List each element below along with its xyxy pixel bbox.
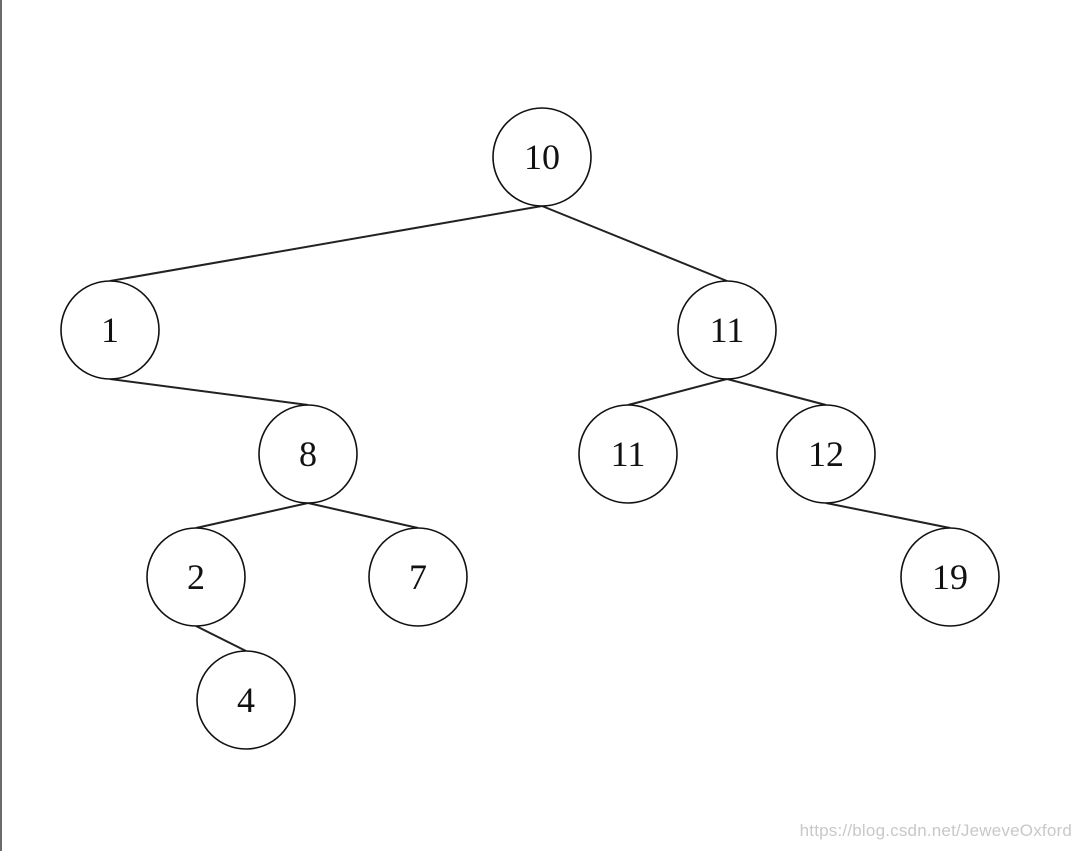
tree-edge-n11a-n11b <box>627 378 728 406</box>
tree-node-label: 2 <box>187 557 205 597</box>
tree-node: 19 <box>900 527 1000 627</box>
tree-node-circle <box>900 527 1000 627</box>
tree-node-circle <box>60 280 160 380</box>
tree-node-circle <box>258 404 358 504</box>
tree-node-circle <box>146 527 246 627</box>
tree-node-circle <box>578 404 678 504</box>
watermark-text: https://blog.csdn.net/JeweveOxford <box>799 821 1072 840</box>
tree-node-label: 12 <box>808 434 844 474</box>
tree-node-circle <box>492 107 592 207</box>
tree-node-label: 10 <box>524 137 560 177</box>
tree-node: 10 <box>492 107 592 207</box>
tree-edge-n2-n4 <box>195 625 247 652</box>
tree-node: 4 <box>196 650 296 750</box>
tree-node-circle <box>677 280 777 380</box>
tree-edge-n8-n2 <box>195 502 309 529</box>
tree-node-label: 7 <box>409 557 427 597</box>
tree-node: 7 <box>368 527 468 627</box>
tree-node-circle <box>776 404 876 504</box>
tree-edges <box>109 205 951 652</box>
tree-node: 1 <box>60 280 160 380</box>
tree-node-label: 11 <box>710 310 745 350</box>
tree-node: 8 <box>258 404 358 504</box>
tree-edge-n10-n11a <box>541 205 728 282</box>
tree-node-circle <box>368 527 468 627</box>
tree-node: 11 <box>578 404 678 504</box>
tree-edge-n12-n19 <box>825 502 951 529</box>
tree-node: 2 <box>146 527 246 627</box>
tree-node-label: 4 <box>237 680 255 720</box>
tree-node: 11 <box>677 280 777 380</box>
tree-edge-n10-n1 <box>109 205 543 282</box>
tree-node-label: 8 <box>299 434 317 474</box>
tree-node-label: 11 <box>611 434 646 474</box>
tree-edge-n1-n8 <box>109 378 309 406</box>
tree-edge-n8-n7 <box>307 502 419 529</box>
tree-node-label: 1 <box>101 310 119 350</box>
tree-node-circle <box>196 650 296 750</box>
tree-node: 12 <box>776 404 876 504</box>
tree-node-label: 19 <box>932 557 968 597</box>
tree-edge-n11a-n12 <box>726 378 827 406</box>
